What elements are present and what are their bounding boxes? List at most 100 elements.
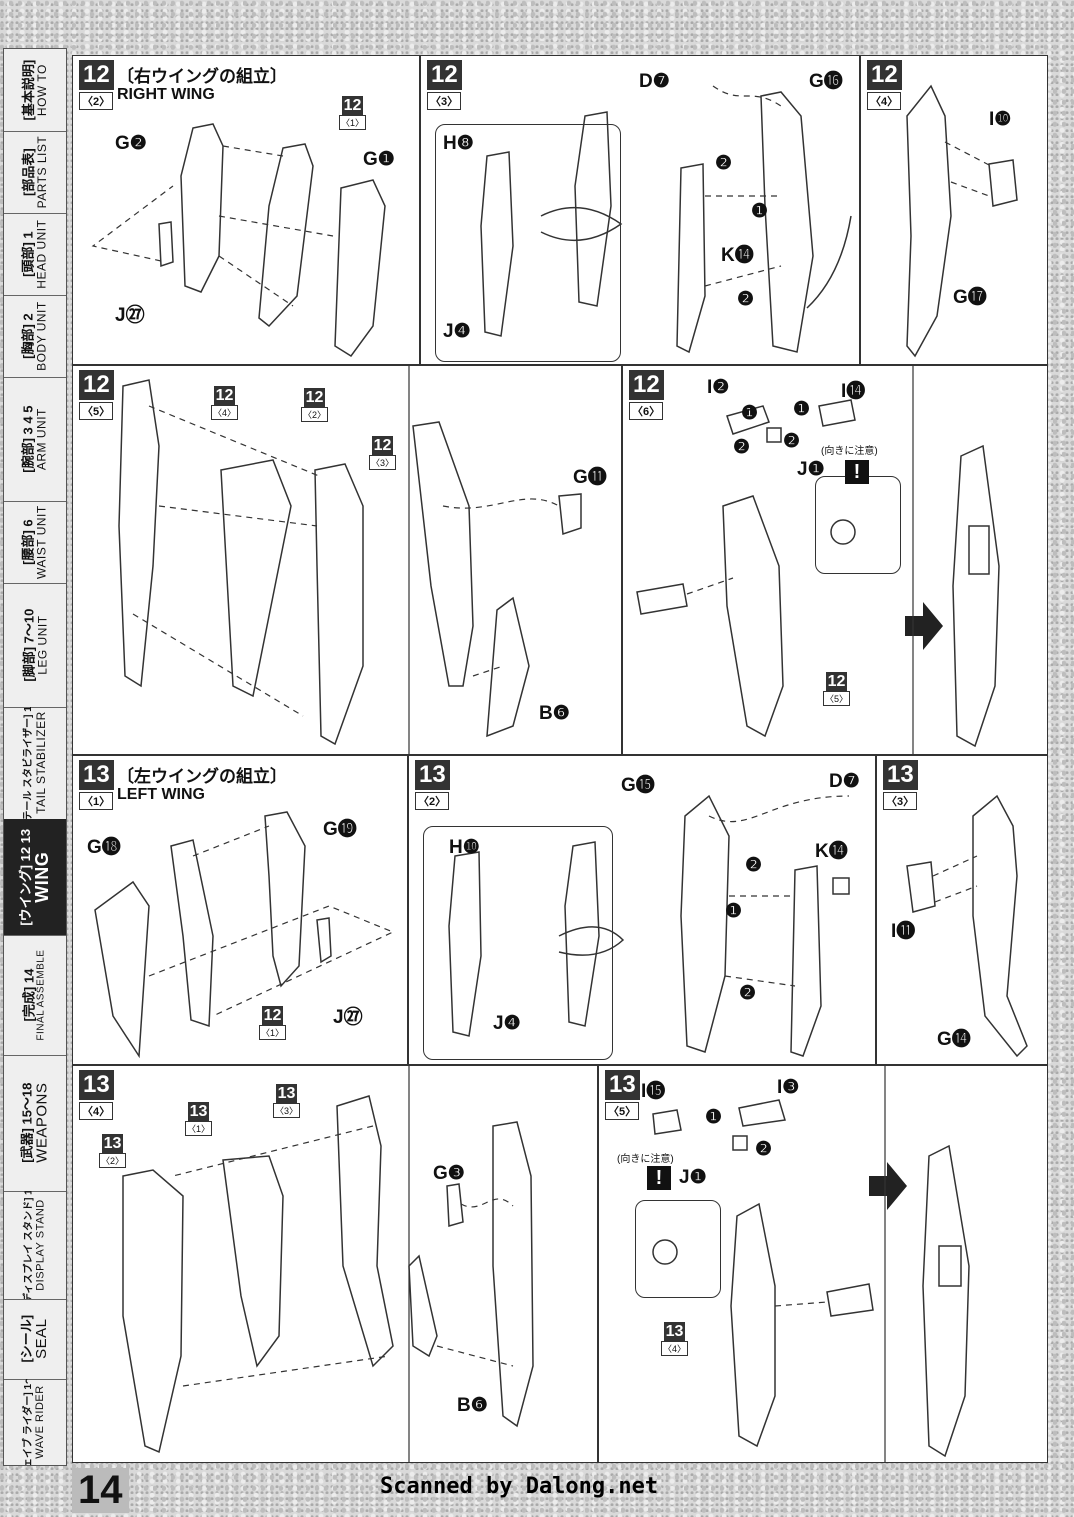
left-wing-frame-cover-illustration xyxy=(906,794,1028,1058)
part-label-g15: G⓯ xyxy=(621,775,655,796)
right-wing-joint-assembly-illustration xyxy=(636,366,1000,754)
step-number: 12 xyxy=(79,370,114,400)
step-substep: 〈5〉 xyxy=(605,1102,640,1120)
part-label-g3: G❸ xyxy=(433,1163,465,1184)
instruction-grid: 12 〈2〉 〔右ウイングの組立〕 RIGHT WING G❷ G❶ J㉗ 12… xyxy=(72,55,1048,1463)
part-label-i15: I⓯ xyxy=(641,1081,666,1102)
part-label-d7: D❼ xyxy=(639,71,670,92)
step-number: 13 xyxy=(79,1070,114,1100)
right-wing-frame-cover-illustration xyxy=(906,84,1018,358)
right-wing-inner-frame-illustration xyxy=(480,85,852,354)
part-label-g11: G⓫ xyxy=(573,467,607,488)
order-marker-1: ❶ xyxy=(793,399,811,420)
ref-substep: 〈1〉 xyxy=(259,1025,287,1040)
tab-label-en: PARTS LIST xyxy=(34,135,49,209)
tab-label-jp: [部品表] xyxy=(20,148,36,196)
step-number: 12 xyxy=(79,60,114,90)
step-number: 12 xyxy=(629,370,664,400)
part-label-g17: G⓱ xyxy=(953,287,987,308)
order-marker-1: ❶ xyxy=(705,1107,723,1128)
right-wing-layer-assembly-illustration xyxy=(118,366,582,754)
part-label-g14: G⓮ xyxy=(937,1029,971,1050)
tab-label-en: FINAL ASSEMBLE xyxy=(35,949,47,1041)
ref-number: 12 xyxy=(213,386,236,405)
panel-title-en: RIGHT WING xyxy=(117,86,215,103)
tab-label-en: DISPLAY STAND xyxy=(33,1199,46,1291)
tab-label-en: HOW TO xyxy=(34,64,49,116)
ref-substep: 〈3〉 xyxy=(273,1103,301,1118)
ref-substep: 〈1〉 xyxy=(339,115,367,130)
left-wing-parts-illustration xyxy=(94,811,395,1059)
step-number: 12 xyxy=(427,60,462,90)
step-reference-badge: 12〈5〉 xyxy=(823,672,851,706)
step-panel-13-5: 13 〈5〉 I⓯ I❸ J❶ ❶ ❷ (向きに注意) ! 13〈4〉 xyxy=(598,1065,1048,1463)
ref-substep: 〈1〉 xyxy=(185,1121,213,1136)
tab-label-jp: [ウェイブ ライダー] 1～10 xyxy=(22,1379,34,1465)
order-marker-1: ❶ xyxy=(751,201,769,222)
order-marker-1: ❶ xyxy=(725,901,743,922)
tab-how-to[interactable]: [基本説明]HOW TO xyxy=(4,49,66,132)
ref-number: 12 xyxy=(303,388,326,407)
ref-number: 12 xyxy=(371,436,394,455)
order-marker-2: ❷ xyxy=(737,289,755,310)
step-number: 12 xyxy=(867,60,902,90)
tab-parts-list[interactable]: [部品表]PARTS LIST xyxy=(4,131,66,214)
ref-substep: 〈2〉 xyxy=(99,1153,127,1168)
tab-label-jp: [ウイング] 12 13 xyxy=(17,828,33,926)
step-panel-12-6: 12 〈6〉 I❷ I⓮ J❶ ❶ ❷ ❶ ❷ (向きに注意) ! 12〈5〉 xyxy=(622,365,1048,755)
order-marker-2: ❷ xyxy=(745,855,763,876)
tab-label-en: BODY UNIT xyxy=(34,301,49,371)
ref-number: 13 xyxy=(101,1134,124,1153)
ref-substep: 〈4〉 xyxy=(211,405,239,420)
tab-label-jp: [腕部] 3 4 5 xyxy=(20,405,36,473)
step-substep: 〈1〉 xyxy=(79,792,114,810)
tab-label-jp: [腰部] 6 xyxy=(20,519,36,565)
subassembly-inset xyxy=(435,124,621,362)
ref-substep: 〈5〉 xyxy=(823,691,851,706)
part-label-g18: G⓲ xyxy=(87,837,121,858)
orientation-caution-note: (向きに注意) xyxy=(617,1154,674,1165)
order-marker-2: ❷ xyxy=(733,437,751,458)
ref-number: 12 xyxy=(261,1006,284,1025)
tab-seal[interactable]: [シール]SEAL xyxy=(4,1299,66,1380)
tab-label-en: WAVE RIDER xyxy=(33,1385,46,1459)
step-reference-badge: 13〈3〉 xyxy=(273,1084,301,1118)
step-reference-badge: 13〈1〉 xyxy=(185,1102,213,1136)
step-substep: 〈4〉 xyxy=(867,92,902,110)
orientation-detail-inset xyxy=(815,476,901,574)
step-substep: 〈3〉 xyxy=(883,792,918,810)
part-label-h8: H❽ xyxy=(443,133,474,154)
right-wing-parts-illustration xyxy=(91,123,386,358)
order-marker-2: ❷ xyxy=(783,431,801,452)
tab-label-jp: [胸部] 2 xyxy=(20,313,36,359)
order-marker-1: ❶ xyxy=(741,403,759,424)
part-label-j1: J❶ xyxy=(797,459,825,480)
tab-label-jp: [シール] xyxy=(19,1315,35,1363)
step-reference-badge: 12〈1〉 xyxy=(259,1006,287,1040)
step-panel-13-4: 13 〈4〉 13〈2〉 13〈1〉 13〈3〉 G❸ B❻ xyxy=(72,1065,598,1463)
tab-label-en: WAIST UNIT xyxy=(34,505,49,579)
part-label-i11: I⓫ xyxy=(891,921,916,942)
part-label-i14: I⓮ xyxy=(841,381,866,402)
part-label-g1: G❶ xyxy=(363,149,395,170)
tab-label-jp: [テール スタビライザー] 11 xyxy=(22,707,34,820)
tab-label-en: TAIL STABILIZER xyxy=(32,711,47,815)
step-substep: 〈4〉 xyxy=(79,1102,114,1120)
ref-number: 13 xyxy=(663,1322,686,1341)
step-panel-12-4: 12 〈4〉 I❿ G⓱ xyxy=(860,55,1048,365)
step-substep: 〈5〉 xyxy=(79,402,114,420)
part-label-k14: K⓮ xyxy=(815,841,848,862)
tab-label-jp: [武器] 15～18 xyxy=(19,1082,35,1164)
